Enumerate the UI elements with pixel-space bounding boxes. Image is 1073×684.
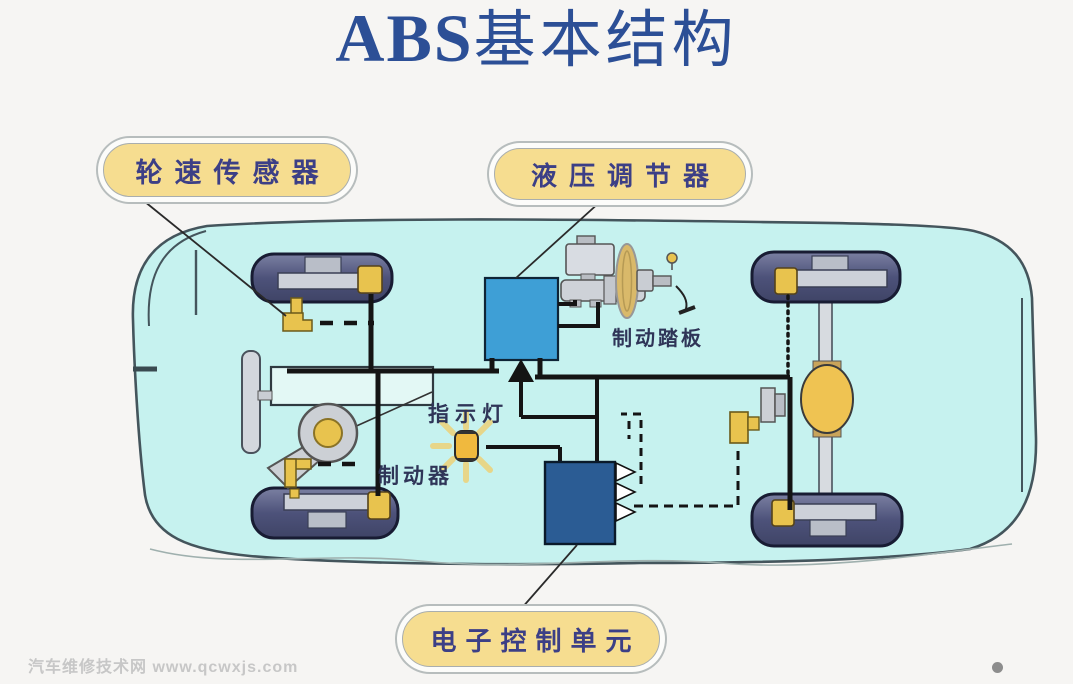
ecu-connector-triangle <box>615 461 637 483</box>
dash-ecu-hook <box>621 412 643 484</box>
pedal-arm <box>675 285 688 310</box>
differential <box>800 360 854 438</box>
gray-dot <box>992 662 1003 673</box>
lamp-ray <box>476 456 493 473</box>
sensor-signal-lines <box>318 294 790 508</box>
sensor-ring-cap <box>774 267 798 295</box>
lamp-bulb <box>454 430 479 462</box>
lamp-ray <box>439 456 456 473</box>
badge-wheel-speed-sensor-label: 轮速传感器 <box>135 157 331 188</box>
badge-hydraulic-modulator: 液压调节器 <box>494 148 746 200</box>
ecu-box <box>543 460 617 546</box>
sensor-ring-cap <box>357 265 383 294</box>
title-cjk: 基本结构 <box>473 7 738 75</box>
brake-pad <box>809 519 847 537</box>
dash-ecu-to-rear-sensor <box>634 445 740 508</box>
wheel-rear-right <box>750 492 904 548</box>
booster-disc <box>615 243 639 319</box>
brake-pad <box>307 511 347 529</box>
ecu-connector-triangle <box>615 501 637 523</box>
label-brake: 制动器 <box>378 465 453 488</box>
leader-hydraulic-modulator <box>515 200 602 279</box>
sensor-ring-cap <box>367 491 391 520</box>
badge-wheel-speed-sensor: 轮速传感器 <box>103 143 351 197</box>
pipe-to-master-1 <box>558 300 577 306</box>
pedal-pad <box>678 305 696 315</box>
leader-ecu <box>520 544 578 610</box>
rear-wheel-sensor <box>729 411 749 444</box>
rear-pad-outer <box>760 387 776 423</box>
leader-wheel-speed-sensor <box>138 196 287 317</box>
brake-caliper-hub <box>313 418 343 448</box>
booster-disc-inner <box>621 250 633 312</box>
master-cylinder-assembly <box>560 235 696 319</box>
rear-brake-parts <box>729 387 786 444</box>
sensor-tip <box>289 488 300 499</box>
axle-bar <box>277 272 365 290</box>
lamp-ray <box>439 419 456 436</box>
diff-housing <box>800 364 854 434</box>
sensor-boot <box>282 312 313 332</box>
leader-lines <box>138 196 602 610</box>
pipe-to-master-2 <box>558 302 600 328</box>
car-front-inner-curve <box>147 230 207 327</box>
steering-disc <box>241 350 261 454</box>
label-indicator-lamp: 指示灯 <box>428 403 509 426</box>
sensor-leg <box>284 458 297 488</box>
indicator-lamp-icon <box>430 409 493 483</box>
badge-hydraulic-modulator-label: 液压调节器 <box>530 160 721 191</box>
badge-ecu-label: 电子控制单元 <box>430 625 641 656</box>
steering-disc-hub <box>257 390 273 401</box>
ecu-connector-triangles-icon <box>615 461 637 523</box>
car-body-outline <box>131 218 1038 566</box>
port-2 <box>589 299 602 308</box>
booster-hub <box>636 269 654 292</box>
page-title: ABS基本结构 <box>0 0 1073 80</box>
caliper-link-line <box>351 391 433 429</box>
reservoir <box>565 243 615 276</box>
watermark: 汽车维修技术网 www.qcwxjs.com <box>28 659 299 676</box>
rear-wheel-sensor-nub <box>747 416 760 431</box>
brake-lines <box>287 294 793 510</box>
pushrod <box>652 275 672 287</box>
up-arrow-into-hydraulic-unit <box>508 359 534 382</box>
front-left-wheel-sensor <box>282 297 313 332</box>
ground-wavy-line <box>149 543 1013 566</box>
wheel-rear-left <box>250 486 400 540</box>
wheel-front-left <box>250 252 394 304</box>
front-left-brake-sensor <box>284 458 312 499</box>
cylinder-flange <box>603 275 617 305</box>
valve-ball <box>666 252 678 264</box>
rear-pad-inner <box>774 393 786 417</box>
ecu-connector-triangle <box>615 481 637 503</box>
badge-ecu: 电子控制单元 <box>402 611 660 667</box>
hydraulic-unit-box <box>483 276 560 362</box>
axle-bar <box>794 269 888 288</box>
title-latin: ABS <box>335 0 474 76</box>
brake-pad <box>304 256 342 275</box>
wheel-front-right <box>750 250 902 304</box>
axle-bar <box>791 503 877 521</box>
lamp-ray <box>476 419 493 436</box>
label-brake-pedal: 制动踏板 <box>612 328 704 350</box>
